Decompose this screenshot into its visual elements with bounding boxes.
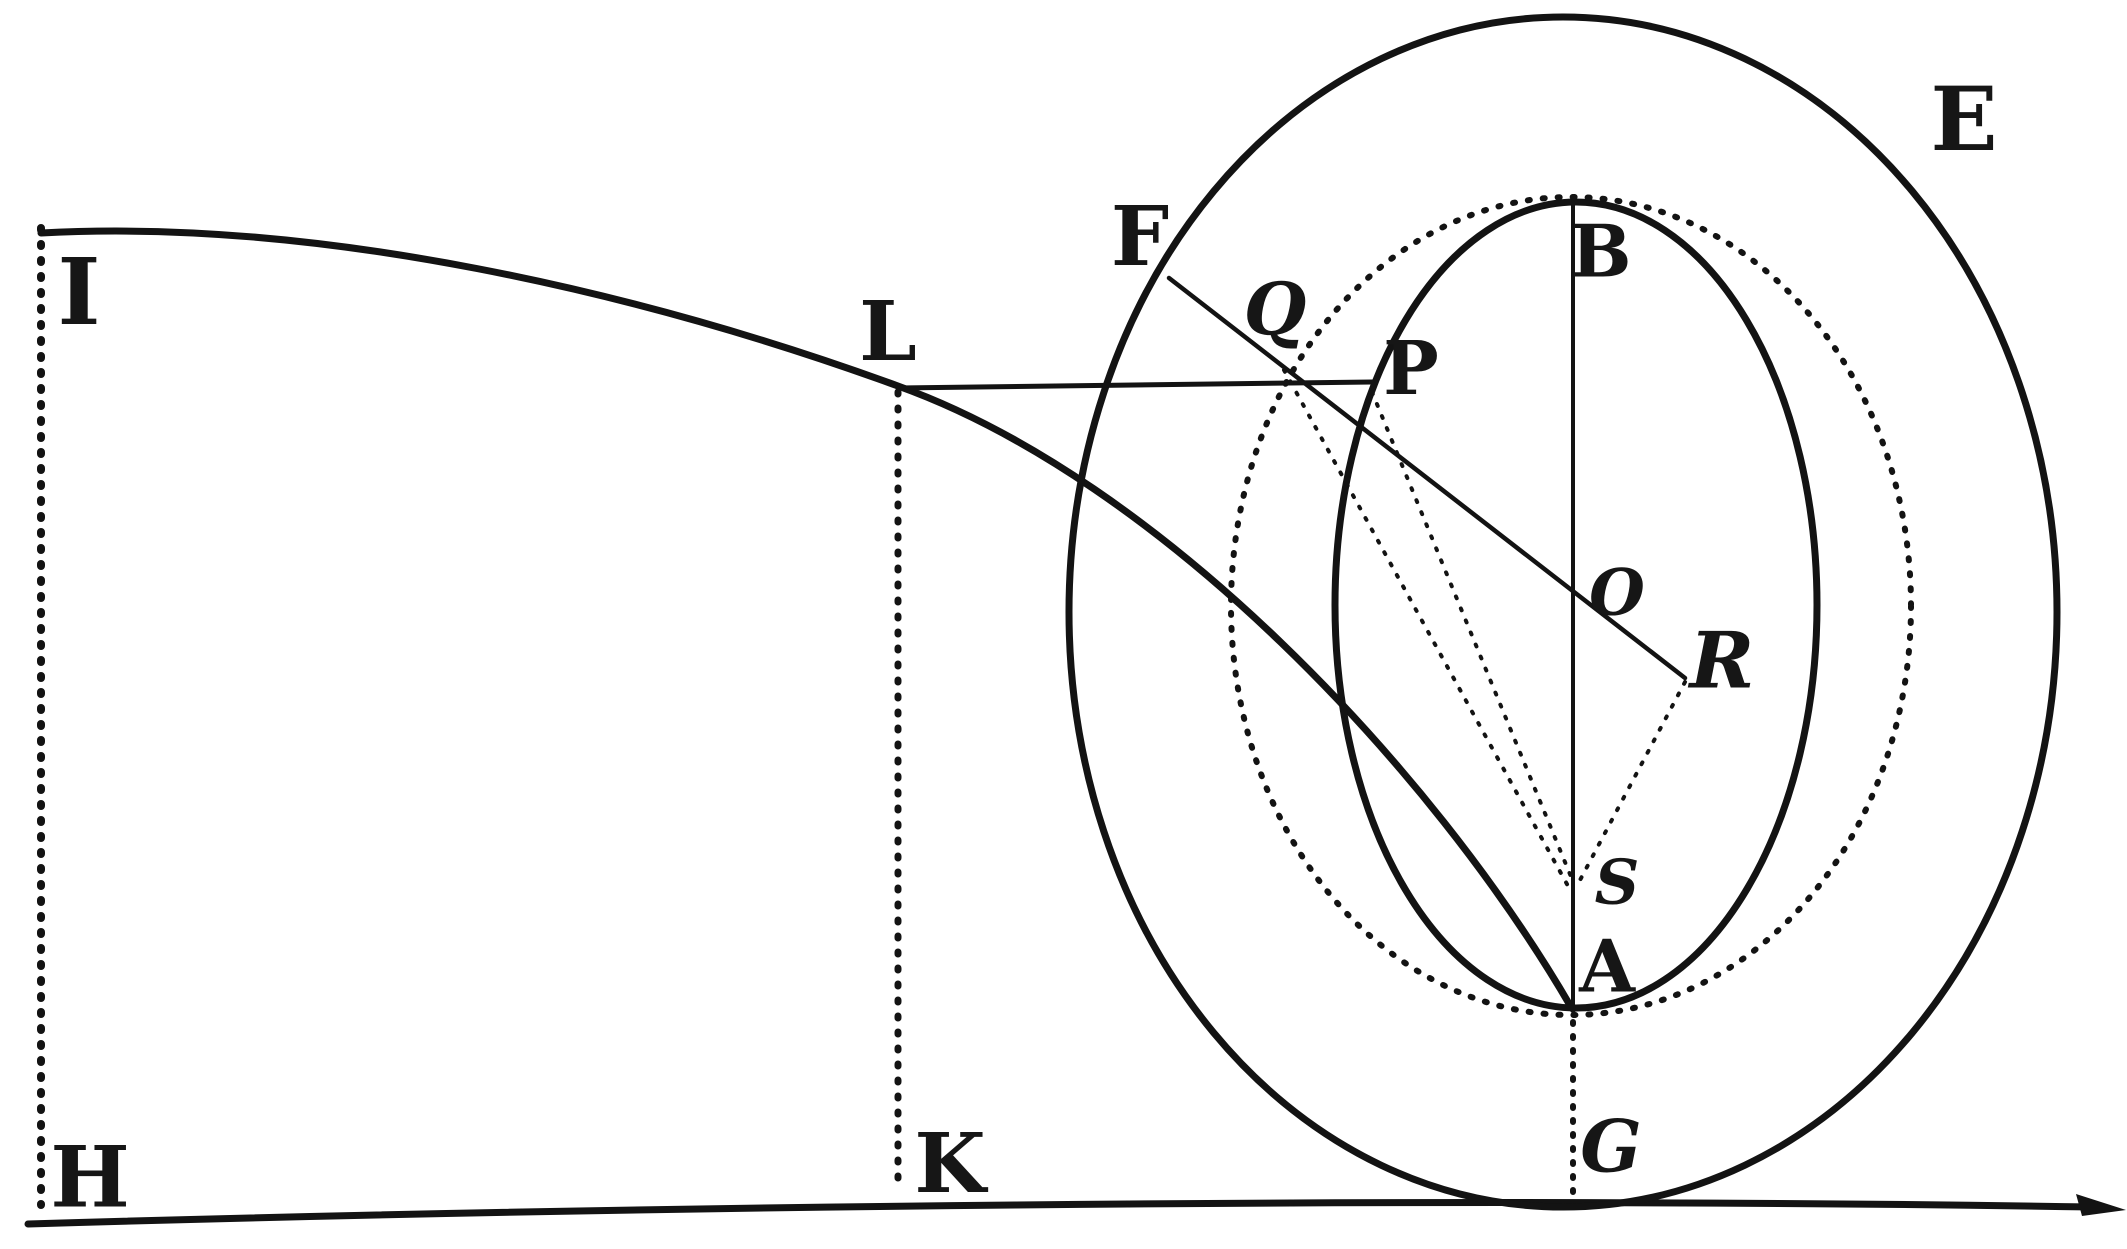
baseline [24, 1199, 2098, 1228]
cycloid-curve [37, 227, 1575, 1011]
label-P: P [1383, 326, 1439, 412]
label-F: F [1111, 189, 1169, 285]
label-G: G [1580, 1104, 1642, 1189]
label-L: L [859, 284, 917, 380]
label-B: B [1571, 209, 1632, 294]
label-E: E [1930, 67, 1997, 171]
label-K: K [914, 1116, 988, 1212]
label-H: H [50, 1128, 129, 1227]
line-FR [1166, 275, 1688, 681]
dotted-line-PS [1370, 390, 1576, 886]
outer-ellipse [1065, 13, 2061, 1211]
label-O: O [1589, 556, 1645, 631]
dotted-line-QS [1282, 368, 1570, 888]
label-Q: Q [1244, 267, 1307, 352]
label-R: R [1688, 616, 1755, 707]
inner-ellipse [1331, 198, 1821, 1012]
dotted-line-RS [1577, 680, 1687, 884]
label-S: S [1595, 846, 1640, 919]
label-A: A [1578, 924, 1636, 1009]
label-I: I [57, 238, 100, 346]
baseline-arrowhead [2076, 1194, 2126, 1216]
dotted-oval [1228, 194, 1914, 1018]
